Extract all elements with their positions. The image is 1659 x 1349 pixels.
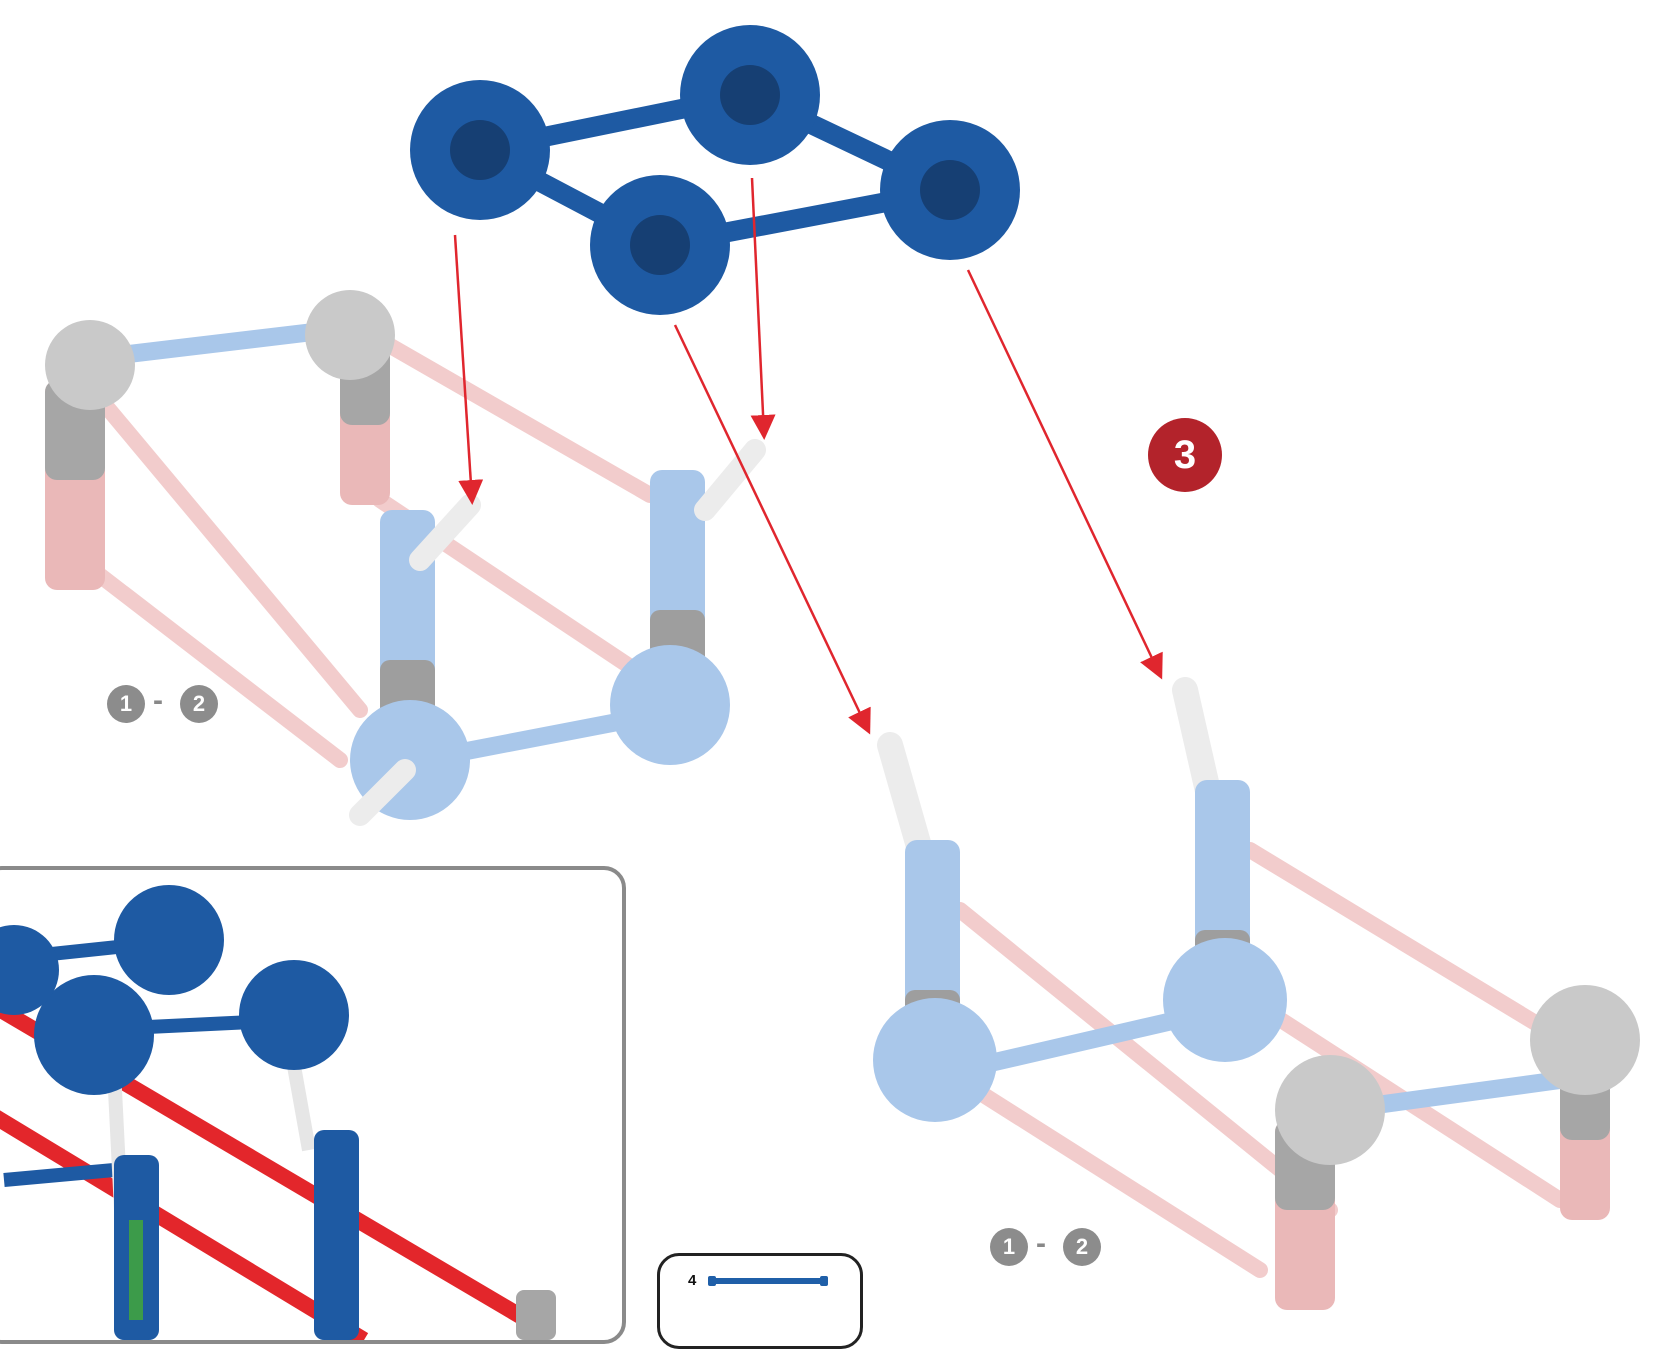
sub-step-separator: -	[1036, 1227, 1046, 1260]
sub-step-badge-to: 2	[1063, 1228, 1101, 1266]
sub-step-separator: -	[153, 684, 163, 717]
detail-inset	[0, 866, 626, 1344]
right-frame-assembly	[873, 677, 1640, 1310]
sub-step-badge-from: 1	[990, 1228, 1028, 1266]
parts-list-box: 4	[657, 1253, 863, 1349]
assembly-arrows	[453, 177, 1163, 735]
left-frame-assembly	[45, 290, 766, 826]
blue-square-frame	[410, 25, 1020, 315]
step-number-badge: 3	[1148, 418, 1222, 492]
sub-step-badge-from: 1	[107, 685, 145, 723]
blue-rod-icon	[708, 1276, 828, 1286]
part-quantity: 4	[688, 1272, 697, 1289]
assembly-diagram	[45, 25, 1640, 1310]
inset-assembly-view	[0, 885, 556, 1340]
sub-step-badge-to: 2	[180, 685, 218, 723]
